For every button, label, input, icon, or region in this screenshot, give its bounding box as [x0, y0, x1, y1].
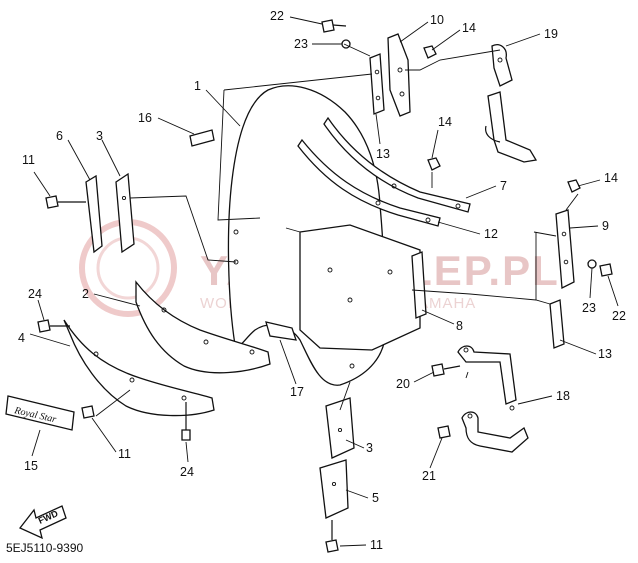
callout-6: 6 — [56, 129, 63, 143]
bracket-part-13-upper — [369, 53, 385, 115]
callout-24-left: 24 — [28, 287, 42, 301]
callout-23-top: 23 — [294, 37, 308, 51]
callout-13-upper: 13 — [376, 147, 390, 161]
callout-11-mid: 11 — [118, 447, 131, 461]
bracket-part-8 — [411, 251, 427, 319]
washer-part-23-top — [341, 39, 351, 49]
callout-10: 10 — [430, 13, 444, 27]
callout-22-right: 22 — [612, 309, 626, 323]
bracket-part-10 — [387, 33, 411, 117]
fwd-arrow-icon: FWD — [18, 505, 67, 540]
bracket-part-9 — [555, 209, 575, 290]
leader-lines — [29, 16, 619, 547]
brace-part-7 — [323, 116, 471, 213]
pad-part-3-lower — [325, 397, 355, 459]
callout-23-right: 23 — [582, 301, 596, 315]
callout-20: 20 — [396, 377, 410, 391]
callout-8: 8 — [456, 319, 463, 333]
brace-part-12 — [297, 138, 441, 227]
callout-21: 21 — [422, 469, 436, 483]
pad-part-3-left — [115, 172, 135, 254]
nut-part-14-top — [423, 45, 437, 59]
bolt-part-11-bottom — [325, 520, 339, 553]
bolt-part-22-top — [321, 19, 347, 33]
bolt-part-21 — [437, 425, 451, 439]
bolt-part-20 — [431, 363, 461, 377]
lower-cover-part-4 — [63, 319, 215, 417]
bolt-part-24-bottom — [181, 402, 191, 441]
diagram-code: 5EJ5110-9390 — [6, 541, 84, 555]
callout-17: 17 — [290, 385, 304, 399]
callout-9: 9 — [602, 219, 609, 233]
callout-14-mid: 14 — [438, 115, 452, 129]
seal-part-17 — [265, 321, 297, 341]
label-part-16 — [189, 129, 215, 147]
bolt-part-22-right — [599, 263, 613, 277]
nut-part-14-mid — [427, 157, 441, 171]
callout-12: 12 — [484, 227, 498, 241]
callout-15: 15 — [24, 459, 38, 473]
lower-cover-part-2 — [135, 280, 271, 374]
callout-11-left: 11 — [22, 153, 35, 167]
bolt-part-11-left — [45, 195, 86, 209]
nut-part-14-right — [567, 179, 581, 193]
bracket-part-13-lower — [549, 299, 565, 349]
emblem-part-15: Royal Star — [5, 395, 75, 431]
callout-4: 4 — [18, 331, 25, 345]
callout-14-top: 14 — [462, 21, 476, 35]
washer-part-23-right — [587, 259, 597, 269]
callout-2: 2 — [82, 287, 89, 301]
stay-part-18 — [457, 345, 529, 453]
callout-22-top: 22 — [270, 9, 284, 23]
callout-3-lower: 3 — [366, 441, 373, 455]
callout-19: 19 — [544, 27, 558, 41]
callout-labels: 22 23 10 14 19 1 16 13 14 6 3 11 7 12 14… — [18, 9, 626, 552]
callout-11-bottom: 11 — [370, 538, 383, 552]
callout-13-lower: 13 — [598, 347, 612, 361]
callout-24-bottom: 24 — [180, 465, 194, 479]
callout-1: 1 — [194, 79, 201, 93]
callout-5: 5 — [372, 491, 379, 505]
callout-3-left: 3 — [96, 129, 103, 143]
bolt-part-11-mid — [81, 405, 95, 419]
pad-part-5 — [319, 459, 349, 519]
center-mount-plate — [299, 224, 421, 351]
callout-14-right: 14 — [604, 171, 618, 185]
callout-16: 16 — [138, 111, 152, 125]
bolt-part-24-left — [37, 319, 70, 333]
stay-part-19 — [485, 44, 538, 163]
assembly-lines — [95, 43, 579, 417]
callout-7: 7 — [500, 179, 507, 193]
pad-part-6 — [85, 174, 103, 254]
callout-18: 18 — [556, 389, 570, 403]
